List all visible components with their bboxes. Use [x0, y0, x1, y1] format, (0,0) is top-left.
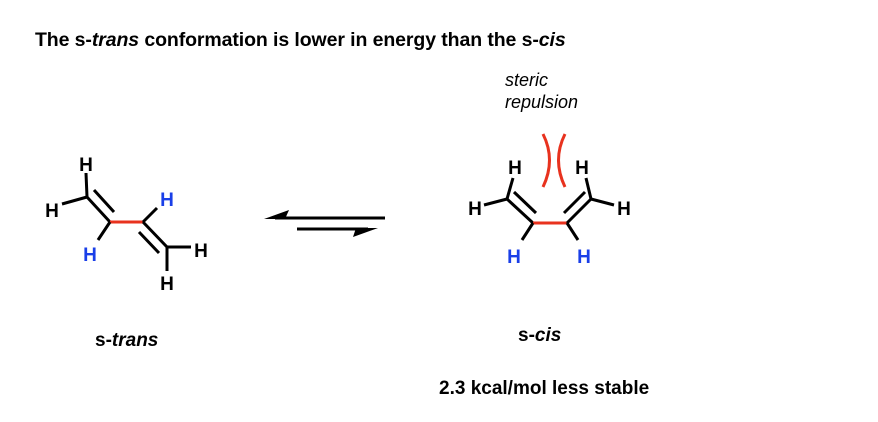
s-cis-c1-c2-pi-bond	[512, 190, 538, 215]
s-trans-c3-h-bond	[141, 206, 159, 224]
s-cis-c3-c4-bond	[565, 197, 593, 225]
s-trans-h-inner-c2: H	[83, 245, 97, 266]
s-cis-c3-h-bond	[565, 222, 580, 241]
s-trans-h-bottom: H	[160, 274, 174, 295]
s-cis-c2-h-bond	[520, 222, 535, 241]
s-trans-c3-c4-bond	[141, 220, 169, 249]
s-trans-c1-h-top-bond	[84, 172, 89, 198]
title-italic-cis: cis	[538, 29, 566, 51]
s-cis-h-inner-c3: H	[577, 247, 591, 268]
s-cis-label-italic: cis	[534, 325, 562, 346]
title-italic-trans: trans	[91, 29, 140, 51]
s-trans-label: s-trans	[95, 330, 158, 352]
s-cis-h-inner-c2: H	[507, 247, 521, 268]
s-trans-c1-c2-bond	[85, 195, 112, 224]
s-trans-label-italic: trans	[111, 330, 159, 351]
s-cis-molecule: H H H H H H	[468, 133, 631, 268]
page-title: The s-trans conformation is lower in ene…	[35, 29, 566, 52]
reverse-arrow-head	[264, 210, 289, 219]
title-prefix: The s-	[35, 29, 92, 51]
equilibrium-arrows	[264, 210, 385, 237]
s-cis-c1-h-top-bond	[505, 177, 515, 200]
energy-difference-note: 2.3 kcal/mol less stable	[439, 378, 650, 399]
s-cis-h-left: H	[468, 199, 482, 220]
s-trans-h-right: H	[194, 241, 208, 262]
s-trans-h-top: H	[79, 155, 93, 176]
s-cis-label: s-cis	[518, 325, 561, 347]
s-trans-c2-h-bond	[96, 221, 112, 241]
steric-repulsion-right-arc	[557, 133, 567, 188]
forward-arrow-head	[353, 228, 378, 237]
s-trans-c1-h-left-bond	[61, 195, 88, 206]
s-cis-h-right: H	[617, 199, 631, 220]
s-cis-c1-c2-bond	[505, 197, 535, 225]
s-trans-h-inner-c3: H	[160, 190, 174, 211]
s-cis-c4-h-right-bond	[590, 197, 615, 207]
s-cis-h-top-right: H	[575, 158, 589, 179]
steric-repulsion-annotation: steric repulsion	[505, 69, 578, 113]
s-cis-c1-h-left-bond	[483, 197, 508, 207]
s-cis-h-top-left: H	[508, 158, 522, 179]
s-trans-h-left: H	[45, 201, 59, 222]
s-trans-label-prefix: s-	[95, 330, 112, 351]
s-trans-c1-c2-pi-bond	[92, 188, 116, 214]
title-middle: conformation is lower in energy than the…	[139, 29, 539, 51]
s-cis-c3-c4-pi-bond	[562, 190, 587, 215]
s-cis-label-prefix: s-	[518, 325, 535, 346]
s-trans-molecule: H H H H H H	[45, 155, 208, 295]
s-trans-c3-c4-pi-bond	[137, 230, 161, 255]
steric-repulsion-left-arc	[541, 133, 551, 188]
annotation-line-1: steric	[505, 70, 549, 90]
annotation-line-2: repulsion	[505, 92, 579, 112]
s-cis-c4-h-top-bond	[584, 177, 593, 200]
